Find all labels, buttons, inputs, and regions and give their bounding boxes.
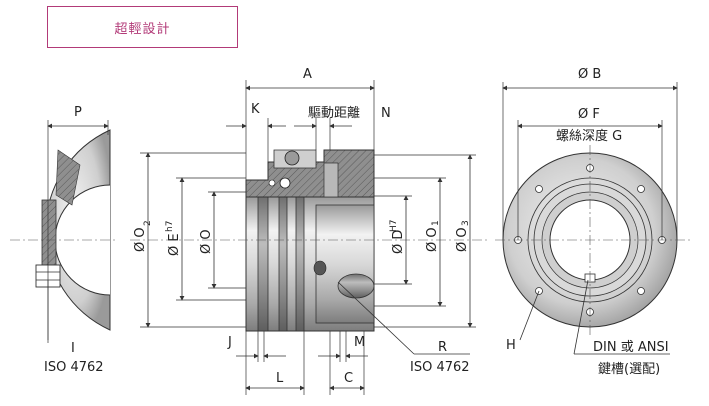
label-c: C — [344, 371, 353, 386]
label-o: Ø O — [199, 229, 214, 254]
label-r: R — [438, 340, 447, 355]
label-o2: Ø O — [133, 227, 148, 252]
label-m: M — [354, 335, 365, 350]
left-partial-view: P I ISO 4762 — [10, 105, 118, 375]
label-o3-sub: 3 — [461, 220, 471, 226]
label-f: Ø F — [578, 107, 600, 122]
label-iso-left: ISO 4762 — [44, 360, 104, 375]
label-keyway: 鍵槽(選配) — [598, 361, 660, 377]
label-n: N — [381, 106, 391, 121]
label-h: H — [506, 338, 516, 353]
right-front-view: Ø B Ø F 螺絲深度 G H DIN 或 ANSI 鍵槽(選配) — [495, 67, 690, 377]
label-o1-sub: 1 — [431, 220, 441, 226]
label-d-sup: H7 — [389, 220, 399, 233]
label-e-sup: h7 — [165, 221, 175, 232]
label-o2-sub: 2 — [143, 220, 153, 226]
label-i: I — [71, 341, 75, 356]
title-box: 超輕設計 — [47, 6, 238, 48]
label-a: A — [303, 67, 312, 82]
label-k: K — [251, 102, 260, 117]
label-o3: Ø O — [455, 227, 470, 252]
label-o1: Ø O — [425, 227, 440, 252]
label-e: Ø E — [167, 233, 182, 256]
title-text: 超輕設計 — [114, 21, 171, 37]
label-thread-depth: 螺絲深度 G — [556, 128, 622, 144]
label-drive-distance: 驅動距離 — [308, 106, 360, 121]
label-din-ansi: DIN 或 ANSI — [593, 340, 669, 355]
label-d: Ø D — [391, 230, 406, 254]
label-iso-right: ISO 4762 — [410, 360, 470, 375]
label-b: Ø B — [578, 67, 601, 82]
label-l: L — [276, 371, 284, 386]
label-j: J — [227, 335, 232, 350]
label-p: P — [74, 105, 82, 120]
center-section-view: A K 驅動距離 N Ø O 2 Ø E h7 Ø O Ø D — [130, 67, 490, 395]
